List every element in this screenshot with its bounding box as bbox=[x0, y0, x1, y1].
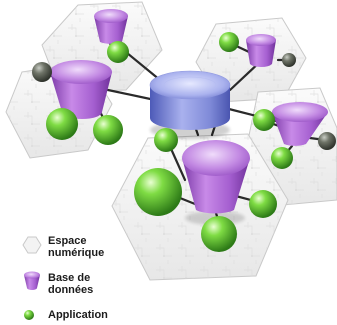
legend-label-line2: numérique bbox=[48, 247, 105, 259]
database-icon bbox=[24, 271, 40, 290]
legend-label-line1: Application bbox=[48, 309, 108, 321]
application-node-inactive bbox=[32, 62, 52, 82]
database-right bbox=[272, 102, 328, 146]
application-node bbox=[201, 216, 237, 252]
applications bbox=[32, 32, 336, 252]
database-top-left bbox=[94, 9, 128, 44]
application-node bbox=[219, 32, 239, 52]
central-hub bbox=[149, 70, 231, 139]
database-left bbox=[50, 60, 112, 119]
legend-label-line1: Espace bbox=[48, 235, 87, 247]
application-node bbox=[134, 168, 182, 216]
application-node bbox=[271, 147, 293, 169]
legend-label-line2: données bbox=[48, 284, 94, 296]
application-node-inactive bbox=[282, 53, 296, 67]
legend-label-line1: Base de bbox=[48, 272, 91, 284]
application-node bbox=[154, 128, 178, 152]
application-node-inactive bbox=[318, 132, 336, 150]
hexagon-icon bbox=[22, 236, 42, 254]
application-node bbox=[46, 108, 78, 140]
application-node bbox=[107, 41, 129, 63]
database-top-right bbox=[246, 34, 276, 68]
application-node bbox=[93, 115, 123, 145]
application-node bbox=[253, 109, 275, 131]
application-node bbox=[249, 190, 277, 218]
application-icon bbox=[24, 310, 34, 320]
